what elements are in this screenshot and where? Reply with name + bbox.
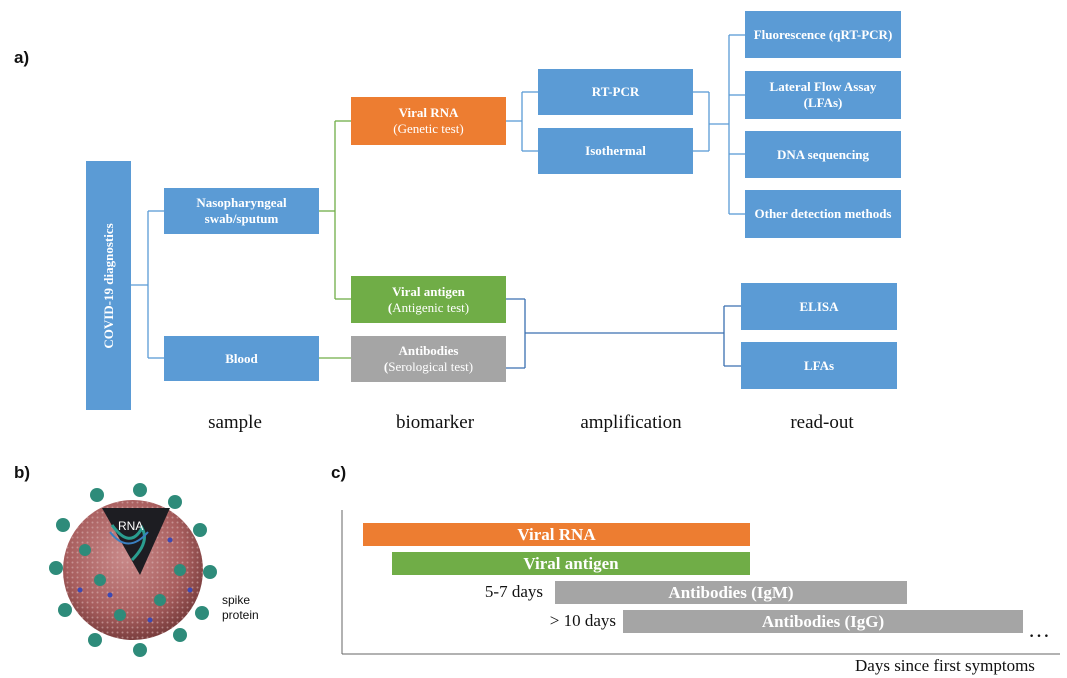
virus-illustration (49, 483, 217, 657)
note-igg-onset: > 10 days (549, 611, 616, 630)
biomarker-viral-antigen-paren: ( (387, 299, 393, 315)
virus-spike-label: spike protein (222, 593, 259, 622)
bar-antibodies-igg-label: Antibodies (IgG) (761, 611, 885, 631)
readout-dna-sequencing: DNA sequencing (745, 131, 901, 178)
amplification-isothermal-label: Isothermal (585, 143, 646, 158)
stage-label-readout: read-out (790, 412, 854, 433)
readout-lateral-flow-label: Lateral Flow Assay (LFAs) (769, 79, 877, 110)
biomarker-antibodies-sub: Serological test) (388, 359, 474, 374)
panel-c-label: c) (331, 463, 347, 482)
note-igm-onset: 5-7 days (484, 582, 543, 601)
bar-viral-antigen: Viral antigen (392, 552, 750, 575)
sample-blood-label: Blood (225, 350, 258, 366)
sample-blood: Blood (164, 336, 319, 381)
stage-label-biomarker: biomarker (395, 412, 475, 433)
readout-dna-sequencing-label: DNA sequencing (776, 146, 870, 162)
readout-other-methods: Other detection methods (745, 190, 901, 238)
stage-label-amplification: amplification (580, 412, 682, 433)
readout-fluorescence-label: Fluorescence (qRT-PCR) (753, 26, 893, 42)
readout-fluorescence: Fluorescence (qRT-PCR) (745, 11, 901, 58)
x-axis-label: Days since first symptoms (855, 656, 1035, 675)
biomarker-viral-rna-title: Viral RNA (398, 105, 459, 120)
biomarker-viral-antigen-sub: Antigenic test) (392, 299, 470, 315)
stage-label-sample: sample (208, 412, 262, 433)
amplification-isothermal: Isothermal (538, 128, 693, 174)
panel-a-label: a) (14, 48, 30, 67)
readout-lateral-flow: Lateral Flow Assay (LFAs) (745, 71, 901, 119)
virus-rna-label: RNA (118, 519, 144, 533)
readout-elisa: ELISA (741, 283, 897, 330)
biomarker-viral-antigen: Viral antigen (Antigenic test) (351, 276, 506, 323)
readout-elisa-label: ELISA (799, 298, 839, 314)
sample-swab-label: Nasopharyngeal swab/sputum (196, 195, 287, 226)
biomarker-antibodies-title: Antibodies (398, 343, 459, 358)
bar-antibodies-igm: Antibodies (IgM) (555, 581, 907, 604)
amplification-rt-pcr-label: RT-PCR (591, 84, 640, 99)
biomarker-viral-rna: Viral RNA (Genetic test) (351, 97, 506, 145)
bar-viral-rna-label: Viral RNA (517, 524, 596, 544)
readout-lfas-label: LFAs (803, 357, 835, 373)
bar-antibodies-igg: Antibodies (IgG) (623, 610, 1023, 633)
sample-swab: Nasopharyngeal swab/sputum (164, 188, 319, 234)
amplification-rt-pcr: RT-PCR (538, 69, 693, 115)
biomarker-antibodies-paren: ( (383, 359, 389, 374)
bar-antibodies-igm-label: Antibodies (IgM) (668, 582, 794, 602)
panel-b-label: b) (14, 463, 31, 482)
biomarker-antibodies: Antibodies (Serological test) (351, 336, 506, 382)
bar-viral-rna: Viral RNA (363, 523, 750, 546)
bar-viral-antigen-label: Viral antigen (523, 553, 619, 573)
biomarker-viral-antigen-title: Viral antigen (392, 283, 465, 299)
biomarker-viral-rna-sub: (Genetic test) (393, 121, 464, 136)
timeline-ellipsis: … (1028, 617, 1053, 642)
readout-lfas: LFAs (741, 342, 897, 389)
spike-proteins (49, 483, 217, 657)
readout-other-methods-label: Other detection methods (754, 206, 892, 221)
root-covid-diagnostics: COVID-19 diagnostics (86, 161, 131, 410)
